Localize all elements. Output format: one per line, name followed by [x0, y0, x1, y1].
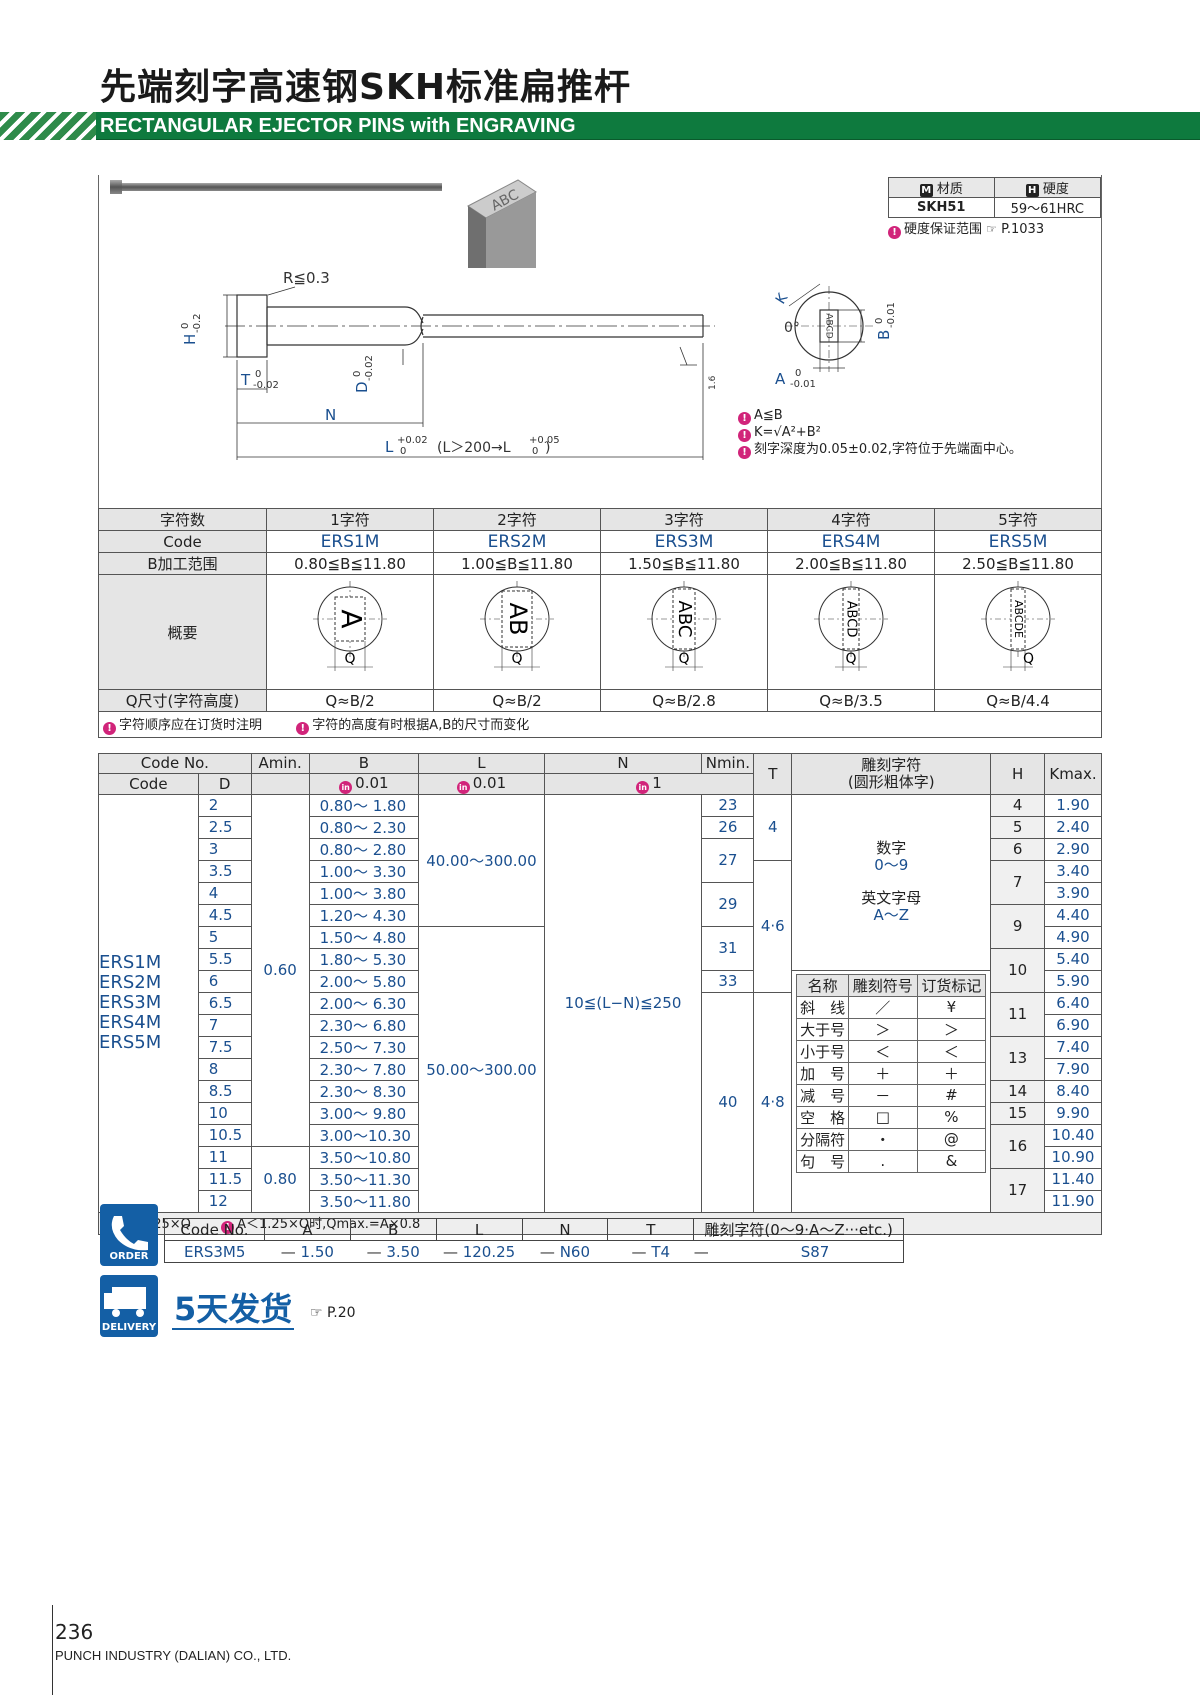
order-icon: ORDER [100, 1204, 158, 1266]
svg-text:0: 0 [400, 446, 406, 457]
delivery-text: 5天发货 [172, 1290, 295, 1330]
svg-text:0: 0 [255, 369, 261, 380]
radius-label: R≦0.3 [283, 269, 330, 287]
increment-icon: in [339, 780, 353, 794]
material-label: 材质 [936, 182, 963, 197]
l-dim-label: L [385, 438, 394, 456]
svg-text:0: 0 [180, 323, 191, 329]
company-name: PUNCH INDUSTRY (DALIAN) CO., LTD. [55, 1648, 292, 1663]
page-number: 236 [55, 1620, 94, 1644]
n-dim-label: N [325, 406, 336, 424]
material-value: SKH51 [888, 197, 995, 218]
svg-text:-0.02: -0.02 [253, 380, 279, 391]
ref-hand-icon: ☞ [310, 1305, 323, 1321]
warning-icon: ! [738, 429, 751, 442]
b-dim-label: B [875, 330, 893, 340]
end-view-drawing: ABCD K 0° B 0 -0.01 A 0 -0.01 [773, 283, 897, 390]
ref-hand-icon: ☞ [986, 222, 997, 236]
code-ers1m: ERS1M [266, 530, 434, 553]
svg-text:Q: Q [1023, 651, 1034, 667]
hardness-label: 硬度 [1042, 182, 1069, 197]
svg-text:+0.05: +0.05 [529, 435, 560, 446]
code-ers4m: ERS4M [767, 530, 935, 553]
svg-text:-0.01: -0.01 [886, 302, 897, 328]
a-dim-label: A [775, 370, 786, 388]
svg-text:ABC: ABC [674, 601, 695, 638]
svg-text:Q: Q [511, 651, 522, 667]
h-dim-label: H [181, 334, 199, 345]
drawing-section [98, 175, 1102, 508]
svg-text:0: 0 [795, 368, 801, 379]
svg-text:-0.01: -0.01 [790, 379, 816, 390]
svg-text:Q: Q [678, 651, 689, 667]
material-table: M 材质 H 硬度 SKH51 59～61HRC [888, 177, 1102, 218]
svg-text:ABCD: ABCD [844, 601, 859, 638]
spec-table: Code No. Amin. B L N Nmin. T 雕刻字符(圆形粗体字)… [98, 753, 1102, 1235]
svg-text:A: A [335, 609, 368, 628]
char-sketch-4: ABCD Q [814, 581, 888, 671]
svg-text:0: 0 [874, 318, 885, 324]
code-ers3m: ERS3M [600, 530, 768, 553]
svg-text:-0.02: -0.02 [364, 355, 375, 381]
svg-text:+0.02: +0.02 [397, 435, 428, 446]
hardness-note: !硬度保证范围 ☞ P.1033 [888, 221, 1044, 239]
svg-text:0: 0 [352, 371, 363, 377]
code-ers2m: ERS2M [433, 530, 601, 553]
svg-text:): ) [545, 440, 550, 456]
warning-icon: ! [103, 722, 116, 735]
k-dim-label: K [773, 290, 792, 307]
page-title: 先端刻字高速钢SKH标准扁推杆 [100, 67, 631, 108]
svg-text:0°: 0° [784, 320, 800, 336]
svg-text:0: 0 [532, 446, 538, 457]
pin-drawing: R≦0.3 H 0 -0.2 T 0 -0.02 D 0 -0.02 N L +… [180, 269, 718, 460]
char-sketch-5: ABCDE Q [981, 581, 1055, 671]
char-sketch-3: ABC Q [647, 581, 721, 671]
symbol-table: 名称雕刻符号订货标记 斜 线／¥ 大于号＞＞ 小于号＜＜ 加 号＋＋ 减 号－#… [796, 973, 987, 1173]
svg-text:Q: Q [344, 651, 355, 667]
svg-text:-0.2: -0.2 [192, 313, 203, 333]
char-sketch-1: AQ [313, 581, 387, 671]
page-subtitle: RECTANGULAR EJECTOR PINS with ENGRAVING [96, 112, 1200, 140]
t-dim-label: T [240, 371, 251, 389]
order-example-table: Code No. A B L N T 雕刻字符(0～9·A～Z···etc.) … [164, 1218, 904, 1263]
material-icon: M [919, 184, 933, 197]
delivery-icon: DELIVERY [100, 1275, 158, 1337]
warning-icon: ! [738, 412, 751, 425]
svg-text:Q: Q [845, 651, 856, 667]
char-sketch-2: AB Q [480, 581, 554, 671]
increment-icon: in [636, 780, 650, 794]
roughness-label: 1.6 [708, 375, 718, 390]
hardness-value: 59～61HRC [993, 197, 1102, 218]
d-dim-label: D [353, 381, 371, 393]
warning-icon: ! [296, 722, 310, 735]
hardness-icon: H [1025, 184, 1039, 197]
drawing-notes: !A≦B !K=√A²+B² !刻字深度为0.05±0.02,字符位于先端面中心… [738, 408, 1022, 459]
footer-line [52, 1605, 53, 1695]
delivery-ref: ☞ P.20 [310, 1305, 356, 1321]
warning-icon: ! [738, 446, 751, 459]
svg-text:(L＞200→L: (L＞200→L [437, 440, 511, 456]
increment-icon: in [456, 780, 470, 794]
header-stripe [0, 112, 96, 140]
pin-photo [110, 180, 442, 194]
svg-text:ABCDE: ABCDE [1012, 600, 1025, 638]
tip-photo: ABC [467, 179, 537, 268]
svg-text:AB: AB [504, 603, 532, 636]
warning-icon: ! [888, 226, 901, 239]
code-ers5m: ERS5M [934, 530, 1102, 553]
